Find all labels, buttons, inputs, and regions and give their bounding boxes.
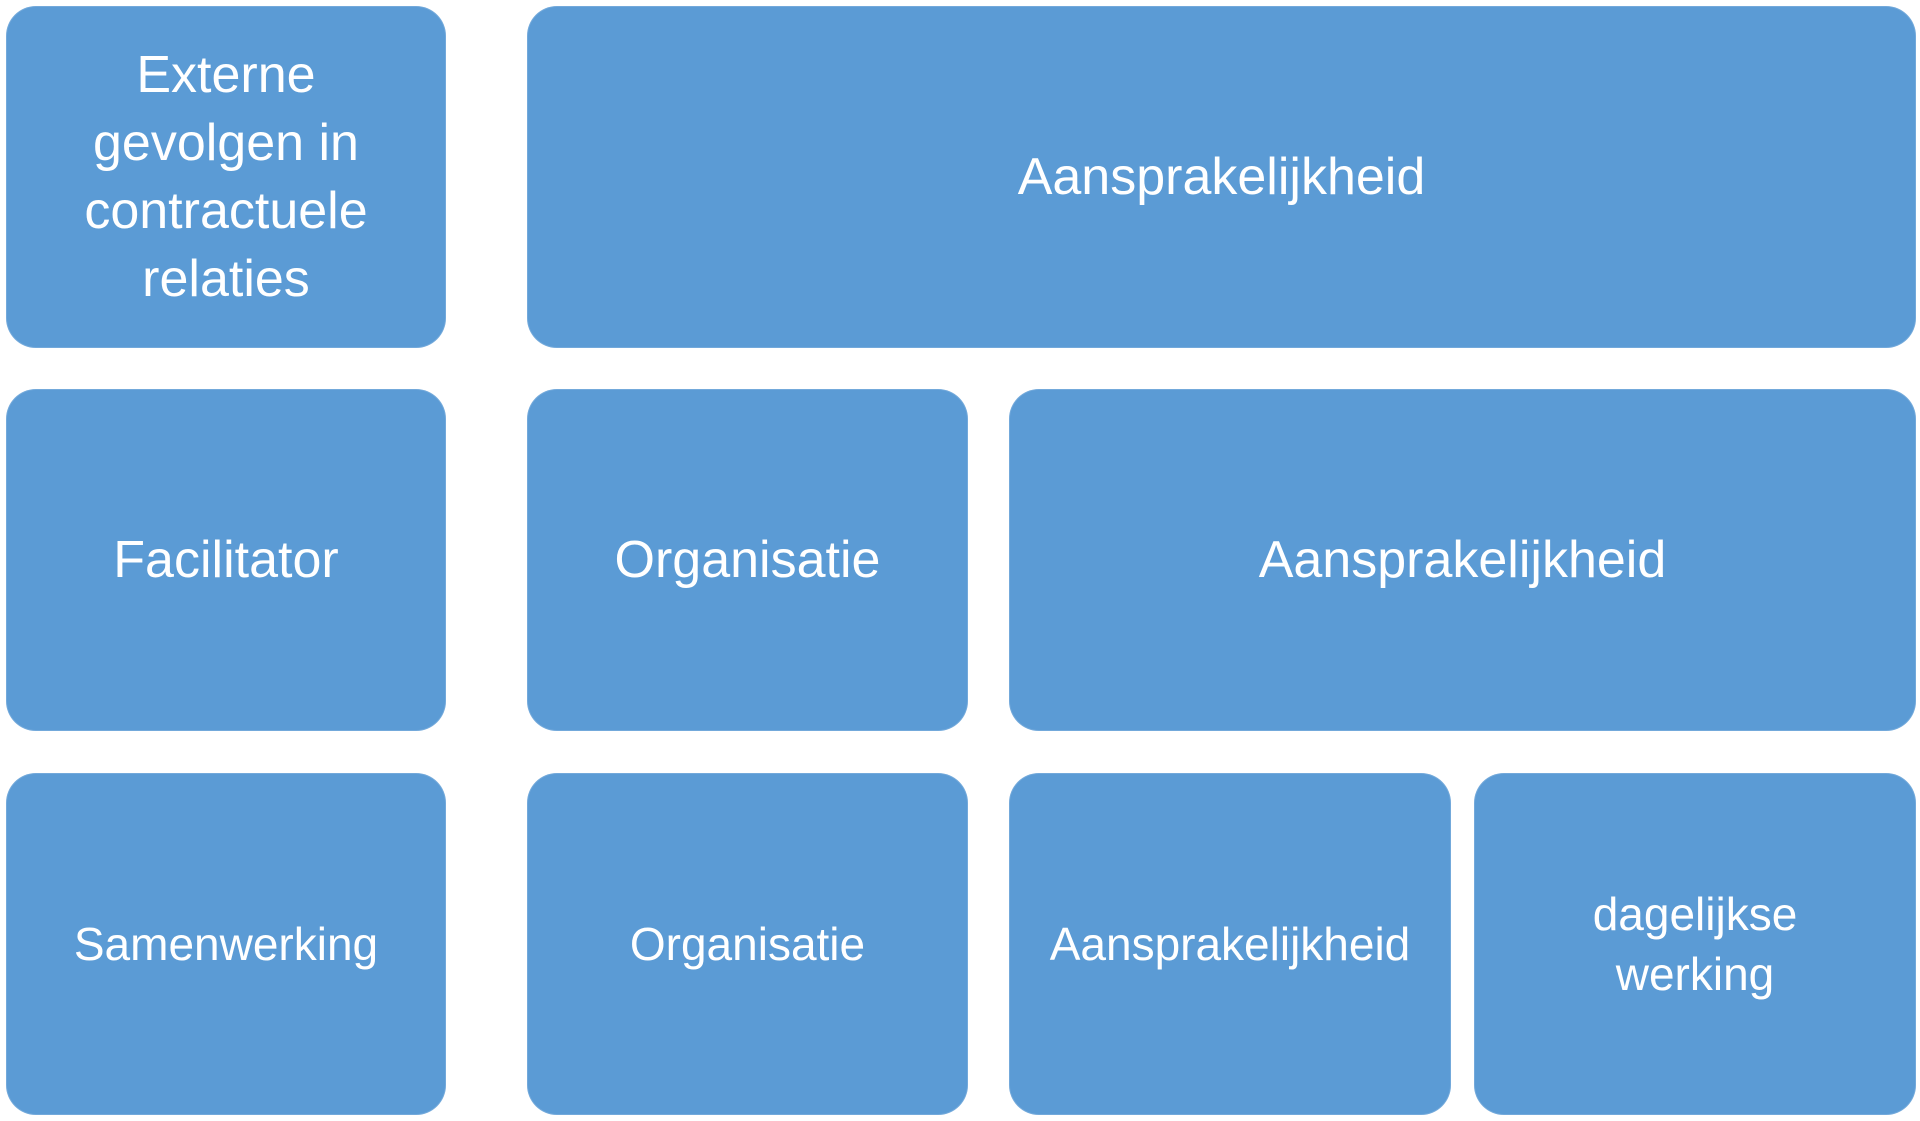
box-aansprakelijkheid-row2: Aansprakelijkheid	[1009, 389, 1916, 731]
box-samenwerking: Samenwerking	[6, 773, 446, 1115]
box-label: Aansprakelijkheid	[1017, 148, 1426, 206]
box-label: Facilitator	[113, 531, 339, 589]
box-facilitator: Facilitator	[6, 389, 446, 731]
box-label: dagelijkse werking	[1592, 888, 1798, 1000]
box-aansprakelijkheid-row1: Aansprakelijkheid	[527, 6, 1916, 348]
box-aansprakelijkheid-row3: Aansprakelijkheid	[1009, 773, 1451, 1115]
box-dagelijkse-werking: dagelijkse werking	[1474, 773, 1916, 1115]
box-label: Samenwerking	[73, 918, 379, 970]
box-label: Organisatie	[614, 531, 881, 589]
box-label: Externe gevolgen in contractuele relatie…	[84, 46, 368, 308]
box-organisatie-row2: Organisatie	[527, 389, 968, 731]
box-organisatie-row3: Organisatie	[527, 773, 968, 1115]
box-label: Aansprakelijkheid	[1049, 918, 1411, 970]
box-label: Aansprakelijkheid	[1258, 531, 1667, 589]
box-label: Organisatie	[629, 918, 866, 970]
box-externe-gevolgen: Externe gevolgen in contractuele relatie…	[6, 6, 446, 348]
